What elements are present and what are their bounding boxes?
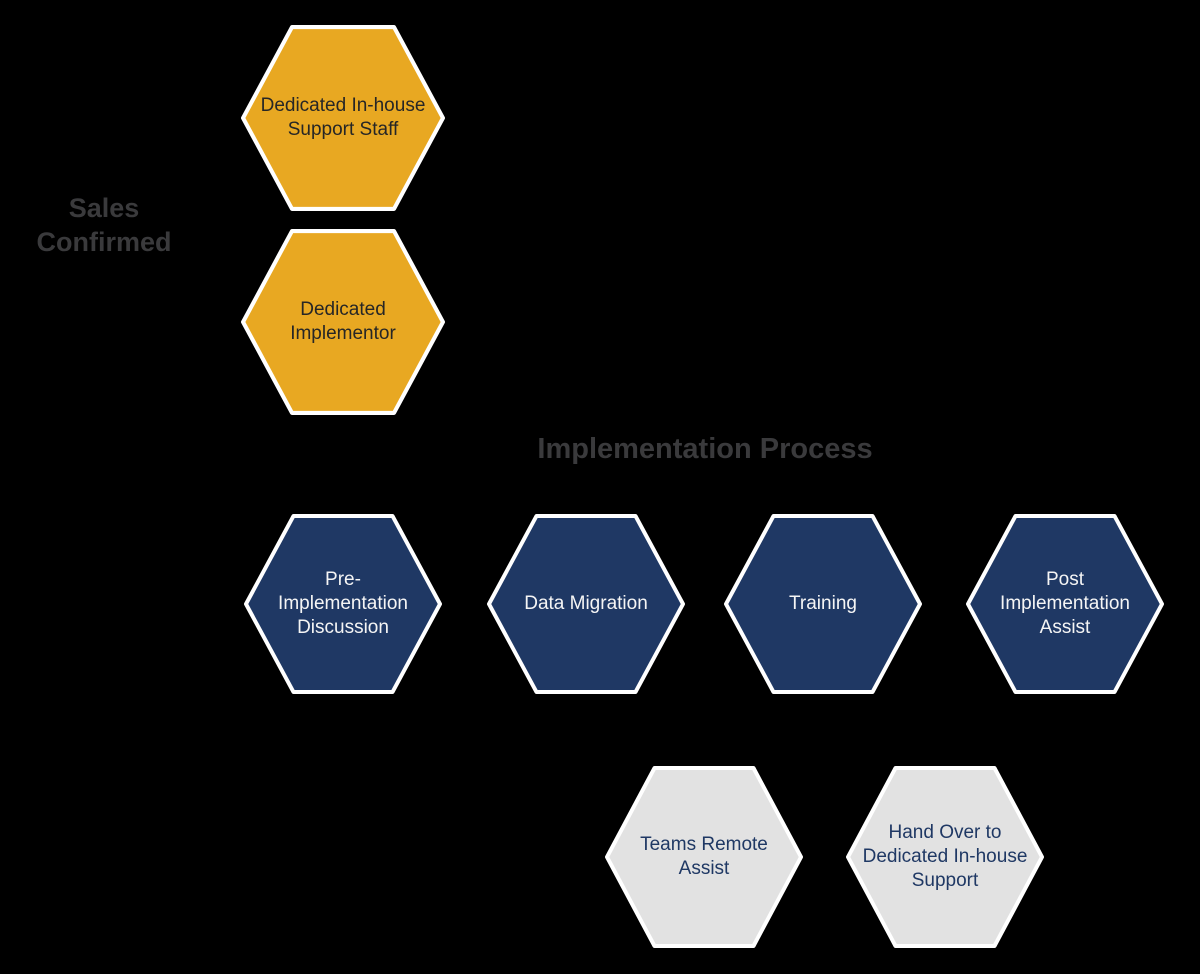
hexagon-shape [241,25,445,211]
hexagon-shape [487,514,685,694]
hexagon-shape [605,766,803,948]
hex-data-migration: Data Migration [487,514,685,694]
hexagon-shape [724,514,922,694]
hexagon-shape [846,766,1044,948]
hex-training: Training [724,514,922,694]
hexagon-shape [966,514,1164,694]
hex-dedicated-inhouse-support-staff: Dedicated In-house Support Staff [241,25,445,211]
hex-post-implementation-assist: Post Implementation Assist [966,514,1164,694]
implementation-process-title: Implementation Process [537,433,873,465]
hexagon-shape [244,514,442,694]
hexagon-shape [241,229,445,415]
hex-pre-implementation-discussion: Pre-Implementation Discussion [244,514,442,694]
sales-confirmed-label: Sales Confirmed [36,193,172,257]
hex-dedicated-implementor: Dedicated Implementor [241,229,445,415]
hex-hand-over-to-dedicated-inhouse-support: Hand Over to Dedicated In-house Support [846,766,1044,948]
hex-teams-remote-assist: Teams Remote Assist [605,766,803,948]
